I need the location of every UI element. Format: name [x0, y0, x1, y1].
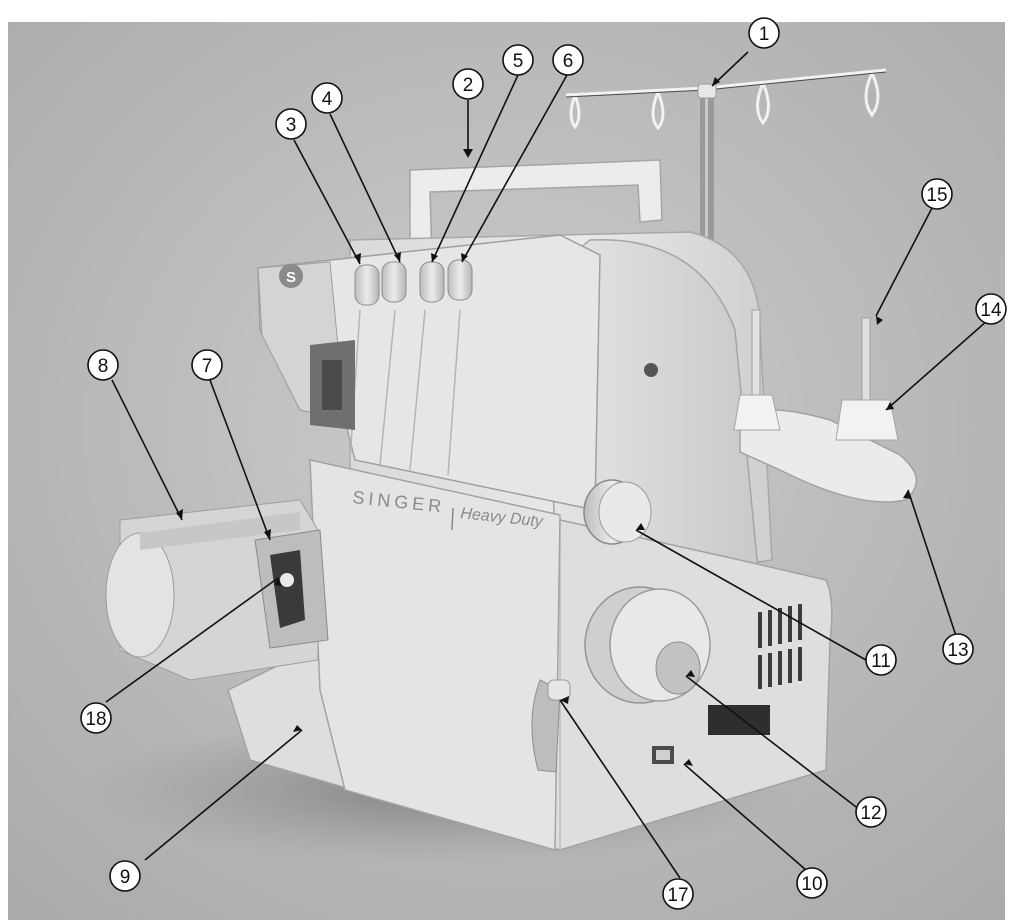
- spool-holder-base: [739, 409, 917, 503]
- callout-number: 10: [801, 874, 822, 895]
- callout-6: 6: [552, 44, 584, 76]
- spool-pins: [733, 309, 899, 441]
- callout-circle: [855, 796, 887, 828]
- callout-13: 13: [942, 633, 974, 665]
- svg-text:S: S: [286, 269, 296, 286]
- callout-18: 18: [80, 702, 112, 734]
- stitch-length-dial: [583, 479, 652, 545]
- side-hole: [644, 363, 658, 377]
- leader-lines: [105, 51, 989, 879]
- callout-circle: [975, 293, 1007, 325]
- tension-dials: [354, 259, 473, 306]
- callout-circle: [921, 178, 953, 210]
- callout-number: 1: [759, 24, 770, 45]
- cutter-assembly: [254, 529, 329, 649]
- callout-number: 2: [463, 75, 474, 96]
- power-socket: [708, 705, 770, 735]
- callout-number: 6: [563, 51, 574, 72]
- callout-circle: [552, 44, 584, 76]
- side-lever: [531, 679, 561, 773]
- callout-number: 8: [98, 356, 109, 377]
- callout-number: 9: [120, 867, 131, 888]
- callout-circle: [796, 867, 828, 899]
- callout-number: 13: [947, 640, 968, 661]
- callout-number: 17: [667, 885, 688, 906]
- callout-11: 11: [865, 644, 897, 676]
- callout-2: 2: [452, 68, 484, 100]
- callout-7: 7: [191, 349, 223, 381]
- callout-4: 4: [311, 82, 343, 114]
- callout-10: 10: [796, 867, 828, 899]
- callout-number: 14: [980, 300, 1002, 321]
- callout-circle: [748, 17, 780, 49]
- power-switch: [652, 746, 674, 764]
- callout-1: 1: [748, 17, 780, 49]
- callout-14: 14: [975, 293, 1007, 325]
- callout-circle: [87, 349, 119, 381]
- callout-number: 7: [202, 356, 213, 377]
- callout-circle: [452, 68, 484, 100]
- callout-12: 12: [855, 796, 887, 828]
- callout-circle: [109, 860, 141, 892]
- callout-circle: [662, 878, 694, 910]
- callout-circle: [942, 633, 974, 665]
- callout-number: 4: [322, 89, 333, 110]
- callout-number: 12: [860, 803, 881, 824]
- callout-circle: [191, 349, 223, 381]
- callout-17: 17: [662, 878, 694, 910]
- callout-number: 15: [926, 185, 947, 206]
- callout-circle: [275, 108, 307, 140]
- callout-5: 5: [502, 44, 534, 76]
- callout-9: 9: [109, 860, 141, 892]
- callout-circle: [80, 702, 112, 734]
- callout-circle: [311, 82, 343, 114]
- callout-number: 11: [871, 651, 891, 672]
- callout-15: 15: [921, 178, 953, 210]
- callout-number: 18: [85, 709, 106, 730]
- callout-8: 8: [87, 349, 119, 381]
- callout-number: 5: [513, 51, 524, 72]
- leader-arrowheads: [176, 77, 912, 766]
- callout-circle: [502, 44, 534, 76]
- handwheel: [584, 586, 711, 704]
- callout-circle: [865, 644, 897, 676]
- callout-number: 3: [286, 115, 297, 136]
- brand-badge: [279, 264, 303, 288]
- callout-3: 3: [275, 108, 307, 140]
